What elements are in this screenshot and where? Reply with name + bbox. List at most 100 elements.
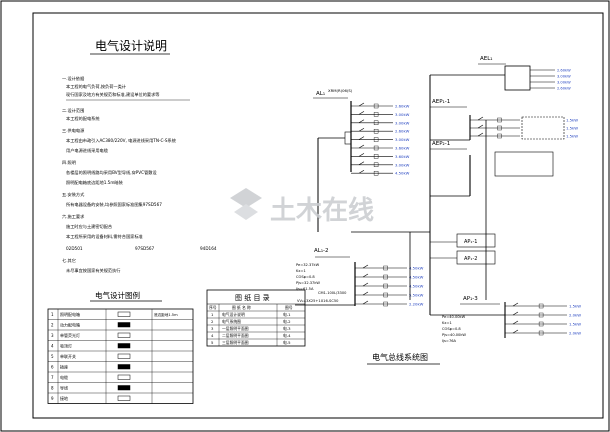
- legend-row-name: 动力配电箱: [60, 322, 80, 328]
- catalog-row-name: 一层照明平面图: [222, 326, 249, 331]
- ap-param-kx: Kx=1: [442, 321, 452, 325]
- breaker-symbol: [512, 311, 519, 316]
- ap-param-pe: Pe=40.00kW: [442, 315, 466, 319]
- catalog-row-code: 电-1: [283, 312, 291, 317]
- legend-row-note: 底边距地1.5m: [154, 312, 178, 317]
- legend-row-no: 2: [51, 323, 54, 328]
- load-label: 2.20kW: [409, 302, 424, 307]
- note-line-10: 本工程所采用的设备材料,需符合国家标准: [66, 233, 143, 240]
- catalog-row-no: 2: [211, 319, 214, 324]
- incoming-cable: VV₂₂-3X25+1X16-SC50: [297, 299, 339, 303]
- load-label: 4.50kW: [409, 275, 424, 280]
- legend-row-name: 接地: [60, 395, 68, 401]
- breaker-symbol: [362, 300, 369, 305]
- load-label: 2.0kW: [569, 313, 581, 318]
- load-label: 1.5kW: [566, 118, 578, 123]
- legend-row-name: 导线: [60, 385, 68, 391]
- legend-symbol: [117, 364, 131, 370]
- catalog-header-cell: 序号: [209, 305, 217, 310]
- breaker-symbol: [512, 329, 519, 334]
- note-heading-3: 三.供电电源: [62, 127, 85, 134]
- al-branches: 2.60kW3.00kW3.00kW2.60kW3.00kW3.60kW3.60…: [351, 102, 410, 176]
- note-heading-7: 七.其它: [62, 257, 76, 264]
- legend-row-no: 9: [51, 396, 54, 401]
- ap-param-pjs: Pjs=40.00kW: [442, 333, 466, 337]
- breaker-symbol: [477, 132, 484, 137]
- watermark-logo: 土木在线: [230, 188, 374, 226]
- diagram-title: 电气总线系统图: [372, 352, 428, 362]
- panel-aep1-name: AEP₁-1: [432, 99, 450, 105]
- breaker-symbol: [358, 136, 365, 140]
- breaker-symbol: [358, 161, 365, 166]
- breaker-symbol: [358, 144, 365, 149]
- note-line-7: 照明配电箱底边距地1.5m暗装: [66, 179, 124, 186]
- load-label: 3.60kW: [395, 146, 410, 151]
- design-notes: 一.设计依据 本工程的电气负荷,按负荷一类计 现行国家及地方有关规范和标准,建设…: [62, 75, 217, 274]
- catalog-row-name: 三层照明平面图: [222, 340, 249, 345]
- ap2-box: [456, 250, 496, 265]
- legend-symbol: [117, 385, 131, 391]
- std-a: 02D501: [66, 246, 83, 251]
- load-label: 4.50kW: [409, 266, 424, 271]
- breaker-symbol: [358, 119, 365, 124]
- catalog-header-cell: 图 纸 名 称: [232, 305, 251, 310]
- note-heading-6: 六.施工要求: [62, 213, 85, 220]
- legend-symbol: [117, 374, 131, 380]
- legend-row-no: 7: [51, 375, 54, 380]
- std-b: 97SD567: [135, 246, 155, 251]
- breaker-symbol: [512, 320, 519, 325]
- legend-row-name: 单联开关: [60, 353, 76, 359]
- legend-row-name: 插座: [60, 364, 68, 370]
- panel-al2-name: AL₁-2: [314, 248, 329, 254]
- catalog-row-no: 1: [211, 312, 214, 317]
- panel-ap1-name: AP₁-1: [464, 239, 477, 245]
- load-label: 1.5kW: [566, 134, 578, 139]
- load-label: 1.5kW: [569, 322, 581, 327]
- load-label: 5.50kW: [409, 293, 424, 298]
- note-line-8: 所有电器设备的安装,均参照国家标准图集97SD567: [66, 201, 162, 208]
- std-c: 94D164: [200, 246, 217, 251]
- note-heading-4: 四.照明: [62, 160, 76, 166]
- legend-symbol: [117, 311, 131, 317]
- breaker-symbol: [362, 264, 369, 269]
- catalog-row-no: 4: [211, 333, 214, 338]
- legend-symbol: [117, 353, 131, 359]
- breaker-symbol: [512, 302, 519, 307]
- ap-param-ijs: Ijs=76A: [442, 339, 457, 343]
- note-line-1: 本工程的电气负荷,按负荷一类计: [66, 83, 126, 90]
- breaker-symbol: [358, 169, 365, 174]
- panel-ap2-name: AP₁-2: [464, 256, 477, 262]
- load-label: 1.5kW: [569, 304, 581, 309]
- note-line-3: 本工程的配电系统: [66, 115, 100, 122]
- note-heading-5: 五.安装方式: [62, 191, 85, 198]
- param-pjs: Pjs=32.37kW: [296, 281, 320, 285]
- legend-row-name: 单管荧光灯: [60, 332, 80, 338]
- legend-row-no: 1: [51, 312, 54, 317]
- catalog-row-name: 电气设计说明: [222, 312, 245, 317]
- catalog-row-name: 二层照明平面图: [222, 333, 249, 338]
- catalog-row-name: 电气系统图: [222, 319, 241, 324]
- panel-ael1-name: AEL₁: [480, 56, 493, 62]
- load-label: 4.50kW: [395, 171, 410, 176]
- note-line-5: 用户电源进线采用电缆: [66, 147, 109, 154]
- breaker-symbol: [358, 127, 365, 132]
- breaker-symbol: [477, 124, 484, 129]
- load-label: 4.50kW: [409, 284, 424, 289]
- param-kx: Kx=1: [296, 269, 306, 273]
- catalog-title: 图 纸 目 录: [235, 293, 270, 302]
- ael-load-label: 2.60kW: [557, 87, 571, 91]
- load-label: 3.00kW: [395, 120, 410, 125]
- legend-row-no: 6: [51, 365, 54, 370]
- catalog-header-cell: 图号: [285, 305, 293, 310]
- note-line-6: 各楼层的照明线路均采用BV型导线,穿PVC管敷设: [66, 169, 157, 176]
- note-line-9: 施工时应与土建密切配合: [66, 223, 113, 230]
- param-ijs: Ijs=61.5A: [296, 287, 314, 291]
- panel-al-spec: XRM(R)06(S): [328, 88, 353, 93]
- catalog-row-code: 电-5: [283, 340, 291, 345]
